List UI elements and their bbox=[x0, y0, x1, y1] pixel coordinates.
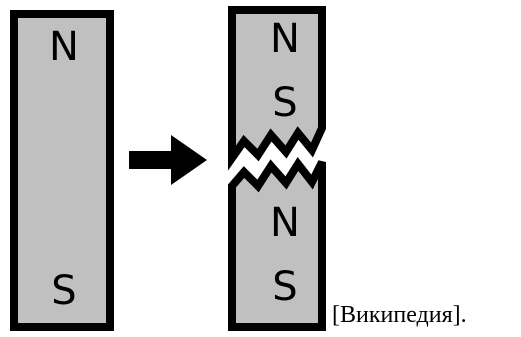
whole-magnet-north-label: N bbox=[49, 24, 79, 70]
arrow-right-icon bbox=[129, 135, 207, 185]
split-magnet-bottom-north-label: N bbox=[270, 200, 300, 246]
split-magnet-top-south-label: S bbox=[272, 80, 297, 126]
split-magnet-top: N S bbox=[228, 6, 326, 171]
split-magnet-bottom-body bbox=[228, 157, 326, 331]
whole-magnet-body bbox=[10, 10, 114, 331]
whole-magnet: N S bbox=[10, 10, 114, 331]
split-magnet-top-body bbox=[228, 6, 326, 171]
split-magnet-top-north-label: N bbox=[270, 16, 300, 62]
whole-magnet-south-label: S bbox=[51, 268, 76, 314]
split-magnet-bottom-south-label: S bbox=[272, 264, 297, 310]
split-magnet-bottom: N S bbox=[228, 157, 326, 331]
source-caption: [Википедия]. bbox=[332, 302, 467, 328]
